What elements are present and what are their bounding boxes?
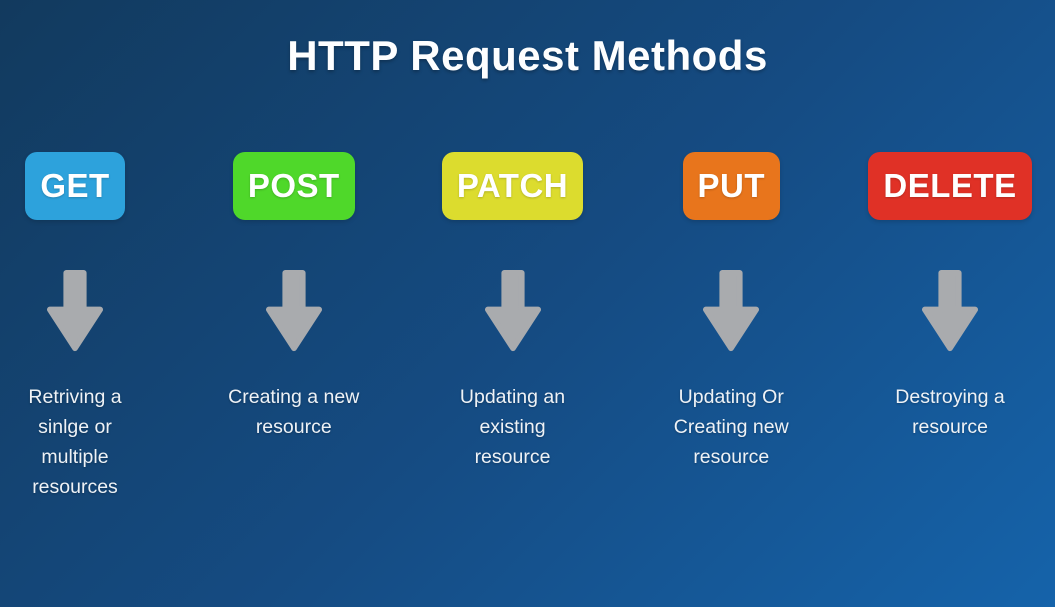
arrow-down-icon bbox=[46, 268, 104, 354]
method-description: Destroying a resource bbox=[895, 386, 1005, 438]
arrow-down-icon bbox=[265, 268, 323, 354]
page-title: HTTP Request Methods bbox=[287, 32, 768, 79]
method-badge-delete: DELETE bbox=[868, 152, 1032, 220]
arrow-down-icon bbox=[702, 268, 760, 354]
method-badge-get: GET bbox=[25, 152, 125, 220]
method-column-get: GET Retriving a sinlge or multiple resou… bbox=[0, 152, 150, 502]
method-description: Updating Or Creating new resource bbox=[673, 386, 789, 468]
method-column-patch: PATCH Updating an existing resource bbox=[438, 152, 588, 502]
arrow-down-icon bbox=[921, 268, 979, 354]
method-description: Updating an existing resource bbox=[459, 386, 566, 468]
method-badge-put: PUT bbox=[682, 152, 780, 220]
arrow-down-icon bbox=[484, 268, 542, 354]
method-description: Creating a new resource bbox=[228, 386, 360, 438]
method-column-post: POST Creating a new resource bbox=[219, 152, 369, 502]
method-badge-post: POST bbox=[232, 152, 355, 220]
method-description: Retriving a sinlge or multiple resources bbox=[28, 386, 122, 498]
method-badge-patch: PATCH bbox=[441, 152, 584, 220]
methods-row: GET Retriving a sinlge or multiple resou… bbox=[0, 152, 1055, 502]
method-column-delete: DELETE Destroying a resource bbox=[868, 152, 1032, 502]
method-column-put: PUT Updating Or Creating new resource bbox=[656, 152, 806, 502]
